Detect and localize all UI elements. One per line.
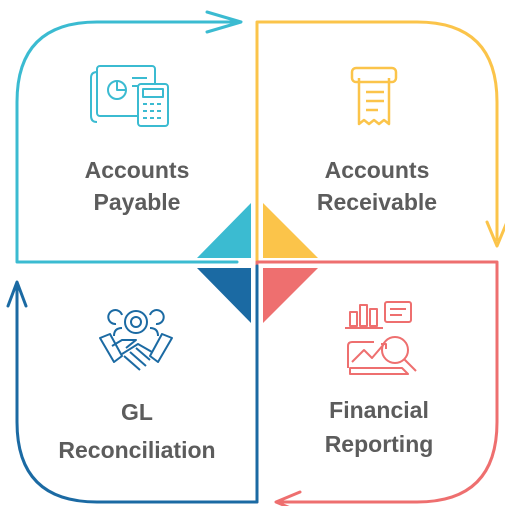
receivable-label: Accounts Receivable [317, 157, 437, 215]
reconciliation-label-line2: Reconciliation [58, 437, 215, 463]
reconciliation-arrow-icon [6, 280, 28, 308]
reporting-arrow-icon [274, 490, 302, 506]
receipt-printer-icon [350, 66, 398, 126]
reporting-label-line1: Financial [329, 397, 429, 423]
chart-magnifier-icon [345, 301, 417, 375]
reporting-border [255, 260, 499, 504]
receivable-arrow-icon [485, 220, 505, 248]
payable-triangle [197, 203, 251, 258]
reporting-triangle [263, 268, 318, 323]
payable-label: Accounts Payable [85, 157, 190, 215]
cycle-borders [6, 10, 505, 506]
receivable-label-line1: Accounts [325, 157, 430, 183]
reconciliation-label: GL Reconciliation [58, 399, 215, 463]
reporting-label: Financial Reporting [325, 397, 434, 457]
payable-border [15, 20, 239, 264]
payable-arrow-icon [205, 10, 243, 34]
reconciliation-label-line1: GL [121, 399, 153, 425]
payable-label-line2: Payable [94, 189, 181, 215]
invoice-calculator-icon [90, 65, 169, 127]
center-triangles [197, 203, 318, 323]
reconciliation-triangle [197, 268, 251, 323]
receivable-border [255, 20, 499, 264]
team-handshake-icon [99, 309, 173, 371]
receivable-label-line2: Receivable [317, 189, 437, 215]
reporting-label-line2: Reporting [325, 431, 434, 457]
receivable-triangle [263, 203, 318, 258]
reconciliation-border [15, 264, 259, 504]
payable-label-line1: Accounts [85, 157, 190, 183]
